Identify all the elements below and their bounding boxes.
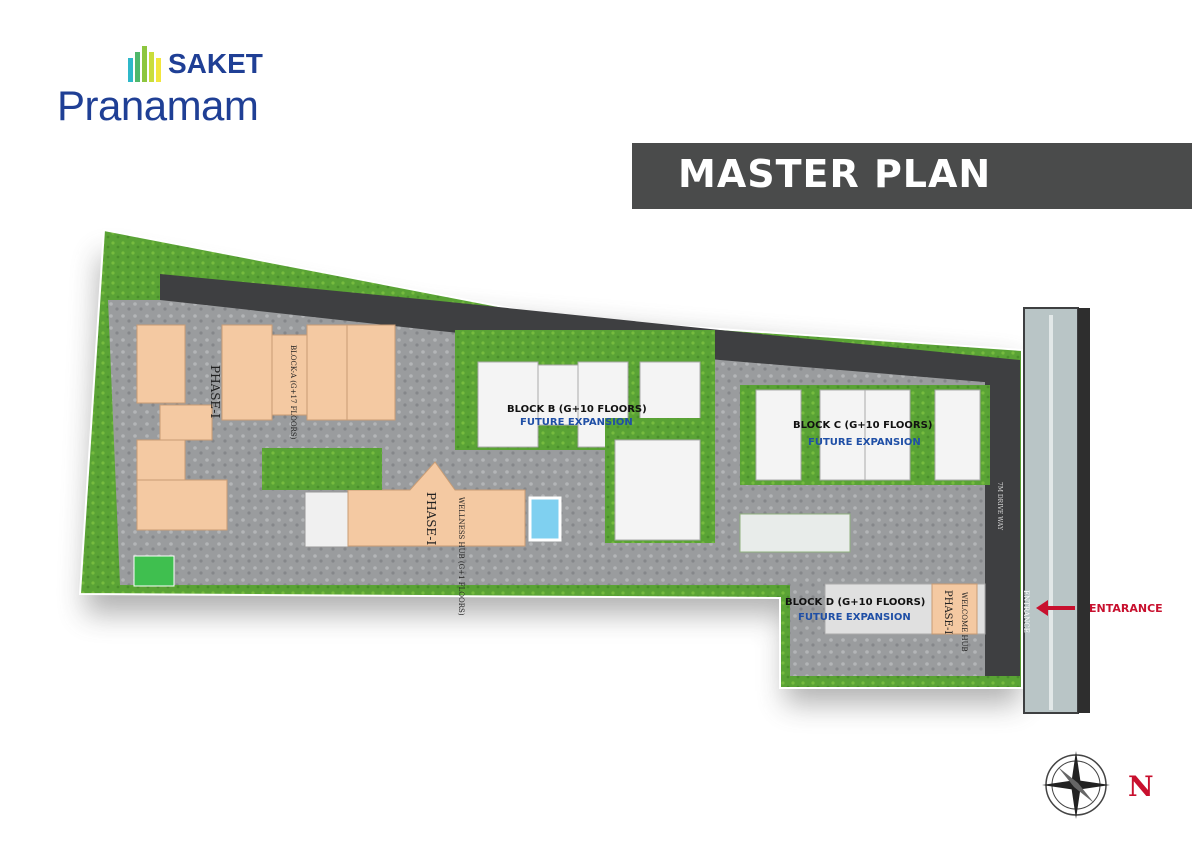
project-name: Pranamam [57,82,259,129]
block-b-note: FUTURE EXPANSION [520,417,633,428]
compass-rose-icon [1042,751,1110,819]
drive-way-top [160,274,1020,385]
block-d-label: BLOCK D (G+10 FLOORS) [785,597,926,608]
block-a-label: BLOCK-A (G+17 FLOORS) [289,345,297,440]
brand-name: SAKET [168,48,263,79]
block-c-buildings [740,385,990,485]
swimming-pool [528,496,562,542]
wellness-hub-label: WELLNESS HUB (G+1 FLOORS) [457,497,465,616]
page-title: MASTER PLAN [678,152,992,196]
entrance-label: ENTARANCE [1089,602,1163,615]
block-c-note: FUTURE EXPANSION [808,437,921,448]
parking-strip [739,513,851,553]
title-banner [632,143,1192,209]
phase-label-main: PHASE-I [208,365,222,419]
wellness-hub-shade [304,491,351,548]
block-a-buildings [136,324,396,531]
block-b-label: BLOCK B (G+10 FLOORS) [507,404,647,415]
block-b-buildings [455,330,715,543]
play-area [133,555,175,587]
logo-buildings-icon [128,46,161,82]
entrance-arrow-icon [1036,600,1075,616]
wellness-hub [347,461,526,547]
drive-way-label: 7M DRIVE WAY [996,482,1003,531]
north-label: N [1128,770,1154,803]
entrance-road-label: ENTRANCE [1022,590,1030,633]
block-d-buildings [824,583,986,635]
block-d-note: FUTURE EXPANSION [798,612,911,623]
block-c-label: BLOCK C (G+10 FLOORS) [793,420,933,431]
drive-way-right [985,370,1020,676]
welcome-hub-label: WELCOME HUB [960,592,968,652]
phase-label-d: PHASE-I [942,590,953,635]
phase-label-hub: PHASE-I [424,492,438,546]
